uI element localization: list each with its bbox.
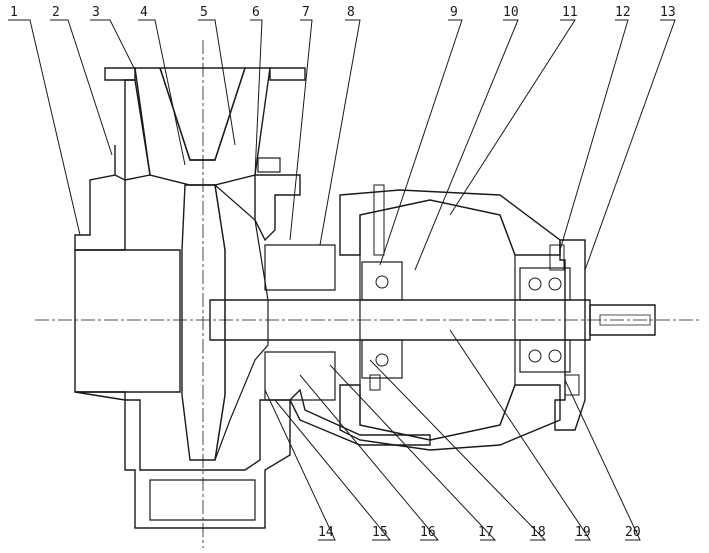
part-label-9: 9 [450, 5, 458, 20]
part-label-13: 13 [660, 5, 676, 20]
part-label-18: 18 [530, 525, 546, 540]
part-label-2: 2 [52, 5, 60, 20]
leader-lines-top [8, 19, 676, 271]
part-label-3: 3 [92, 5, 100, 20]
part-label-16: 16 [420, 525, 436, 540]
part-labels-bottom: 14 15 16 17 18 19 20 [318, 525, 641, 540]
part-label-6: 6 [252, 5, 260, 20]
part-label-12: 12 [615, 5, 631, 20]
part-labels-top: 1 2 3 4 5 6 7 8 9 10 11 12 13 [10, 5, 676, 20]
part-label-14: 14 [318, 525, 334, 540]
center-lines [35, 40, 700, 548]
part-label-4: 4 [140, 5, 148, 20]
part-label-20: 20 [625, 525, 641, 540]
part-label-7: 7 [302, 5, 310, 20]
part-label-11: 11 [562, 5, 578, 20]
part-label-8: 8 [347, 5, 355, 20]
part-label-17: 17 [478, 525, 494, 540]
part-label-15: 15 [372, 525, 388, 540]
pump-casing [74, 67, 656, 529]
part-label-1: 1 [10, 5, 18, 20]
part-label-19: 19 [575, 525, 591, 540]
leader-lines-bottom [264, 329, 641, 541]
part-label-10: 10 [503, 5, 519, 20]
part-label-5: 5 [200, 5, 208, 20]
